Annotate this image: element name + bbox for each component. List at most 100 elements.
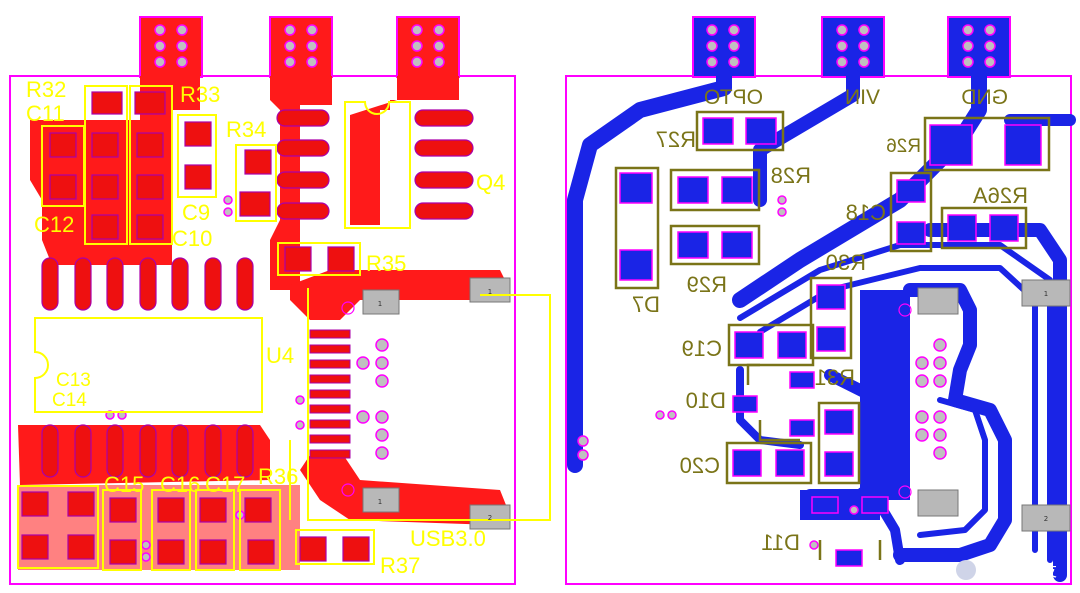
silk-outline — [809, 276, 853, 360]
u4-pad — [139, 257, 157, 311]
usb-pin — [309, 434, 351, 444]
u4-pad — [106, 424, 124, 478]
silk-outline — [129, 85, 173, 245]
bottom-pad — [896, 179, 926, 203]
via — [933, 374, 947, 388]
label-usb: USB3.0 — [410, 526, 486, 551]
label-r26a: R26A — [973, 183, 1028, 208]
q4-pad — [414, 202, 474, 220]
via — [915, 356, 929, 370]
via — [984, 24, 996, 36]
bottom-pad — [721, 176, 753, 204]
pad-number: 2 — [488, 514, 492, 522]
bottom-pad — [816, 284, 846, 310]
label-d10: D10 — [686, 388, 726, 413]
label-r32: R32 — [26, 77, 66, 102]
pad-number: 1 — [378, 300, 382, 308]
silk-outline — [940, 206, 1028, 250]
via — [962, 56, 974, 68]
via — [306, 24, 318, 36]
bottom-pad — [777, 331, 807, 359]
label-r28: R28 — [771, 163, 811, 188]
bottom-pad — [929, 124, 973, 166]
smd-pad — [239, 191, 271, 217]
smd-pad — [91, 132, 119, 158]
silk-outline — [889, 171, 933, 253]
bottom-pad — [861, 496, 889, 514]
usb-via — [295, 420, 305, 430]
bottom-trace-opto — [567, 68, 732, 473]
pad-number: 2 — [1044, 515, 1048, 523]
label-c10: C10 — [172, 226, 212, 251]
via — [915, 410, 929, 424]
bottom-pad — [702, 117, 734, 145]
via — [411, 24, 423, 36]
u4-pad — [204, 424, 222, 478]
smd-pad — [136, 132, 164, 158]
via — [858, 24, 870, 36]
via — [858, 40, 870, 52]
via — [915, 374, 929, 388]
label-c14: C14 — [52, 390, 87, 411]
usb-via — [223, 207, 233, 217]
bottom-mount-pad — [917, 287, 959, 315]
usb-silk-outline — [307, 288, 551, 521]
smd-pad — [49, 174, 77, 200]
mount-hole — [341, 483, 355, 497]
mirrored-labels: OPTO VIN GND R27 R26 R28 R26A C18 R29 R3… — [632, 86, 1028, 555]
q4-pad — [414, 171, 474, 189]
usb-pin — [309, 419, 351, 429]
via — [284, 24, 296, 36]
label-r37: R37 — [380, 553, 420, 578]
u4-pad — [139, 424, 157, 478]
via — [933, 338, 947, 352]
top-connector-tab-2 — [269, 16, 333, 78]
smd-pad — [67, 491, 95, 517]
watermark: 电子发烧友 — [956, 560, 1057, 580]
via — [706, 56, 718, 68]
bottom-board-outline — [565, 75, 1072, 585]
via — [777, 195, 787, 205]
smd-pad — [247, 539, 275, 565]
smd-pad — [244, 149, 272, 175]
smd-pad — [199, 497, 227, 523]
smd-pad — [134, 91, 166, 115]
smd-pad — [136, 214, 164, 240]
via — [809, 540, 819, 550]
mount-hole — [898, 303, 912, 317]
via — [284, 40, 296, 52]
label-opto: OPTO — [704, 86, 763, 109]
label-r31: R31 — [815, 365, 855, 390]
silk-outline — [669, 168, 761, 212]
smd-pad — [342, 536, 370, 562]
silk-outline — [695, 110, 785, 152]
label-c13: C13 — [56, 370, 91, 391]
bottom-pad — [732, 449, 762, 477]
silk-outline — [17, 485, 99, 569]
via — [154, 56, 166, 68]
via — [933, 410, 947, 424]
usb-via — [141, 552, 151, 562]
silk-outline — [295, 529, 375, 565]
via — [655, 410, 665, 420]
smd-pad — [184, 121, 212, 147]
usb-via — [375, 428, 389, 442]
smd-pad — [184, 164, 212, 190]
bottom-pad — [734, 331, 764, 359]
u4-pad — [171, 257, 189, 311]
label-c15: C15 — [104, 472, 144, 497]
smd-pad — [244, 497, 272, 523]
bottom-trace-arc-1 — [737, 242, 1053, 563]
silk-outline — [239, 489, 281, 571]
label-r35: R35 — [366, 251, 406, 276]
silk-outline — [195, 489, 235, 571]
usb-via — [375, 410, 389, 424]
usb-via — [141, 540, 151, 550]
usb-mount-pad — [362, 289, 400, 315]
u4-pad — [74, 257, 92, 311]
smd-pad — [109, 497, 137, 523]
bottom-pad — [677, 231, 709, 259]
label-c9: C9 — [182, 200, 210, 225]
silk-outline — [923, 116, 1051, 172]
